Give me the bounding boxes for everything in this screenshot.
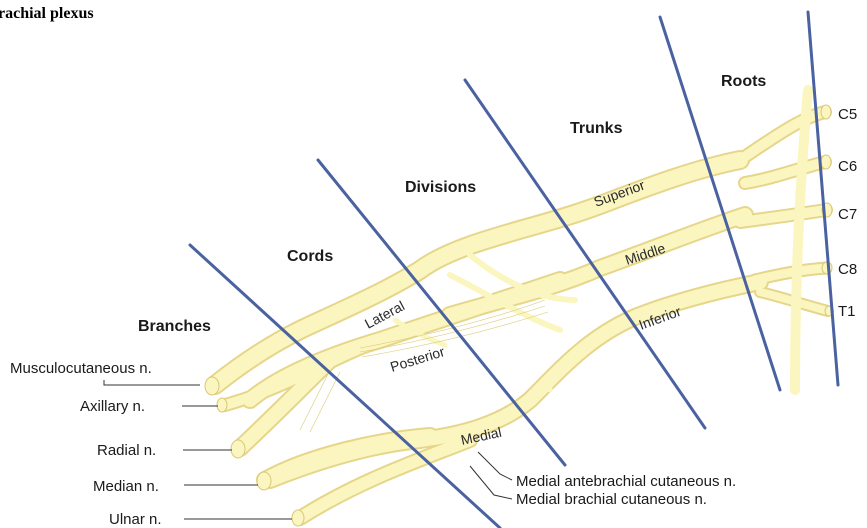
root-label-c7: C7 bbox=[838, 206, 857, 223]
branch-axillary: Axillary n. bbox=[80, 398, 218, 415]
section-label-trunks: Trunks bbox=[570, 120, 623, 137]
root-label-c6: C6 bbox=[838, 158, 857, 175]
branch-label-musculocutaneous: Musculocutaneous n. bbox=[10, 360, 152, 377]
branch-musculocutaneous: Musculocutaneous n. bbox=[10, 360, 200, 385]
divider-roots-right bbox=[808, 12, 838, 385]
cutaneous-label-antebrachial: Medial antebrachial cutaneous n. bbox=[516, 473, 736, 490]
branch-radial: Radial n. bbox=[97, 442, 232, 459]
cutaneous-antebrachial: Medial antebrachial cutaneous n. bbox=[478, 452, 736, 490]
branch-ulnar: Ulnar n. bbox=[109, 511, 292, 528]
branch-label-axillary: Axillary n. bbox=[80, 398, 145, 415]
section-label-cords: Cords bbox=[287, 248, 333, 265]
branch-label-median: Median n. bbox=[93, 478, 159, 495]
branch-label-radial: Radial n. bbox=[97, 442, 156, 459]
branch-label-ulnar: Ulnar n. bbox=[109, 511, 162, 528]
section-label-branches: Branches bbox=[138, 318, 211, 335]
page-title: rachial plexus bbox=[0, 5, 94, 22]
section-label-roots: Roots bbox=[721, 73, 766, 90]
cutaneous-label-brachial: Medial brachial cutaneous n. bbox=[516, 491, 707, 508]
section-label-divisions: Divisions bbox=[405, 179, 476, 196]
root-label-t1: T1 bbox=[838, 303, 856, 320]
branch-median: Median n. bbox=[93, 478, 258, 495]
root-label-c8: C8 bbox=[838, 261, 857, 278]
cord-label-posterior: Posterior bbox=[388, 343, 447, 375]
root-label-c5: C5 bbox=[838, 106, 857, 123]
